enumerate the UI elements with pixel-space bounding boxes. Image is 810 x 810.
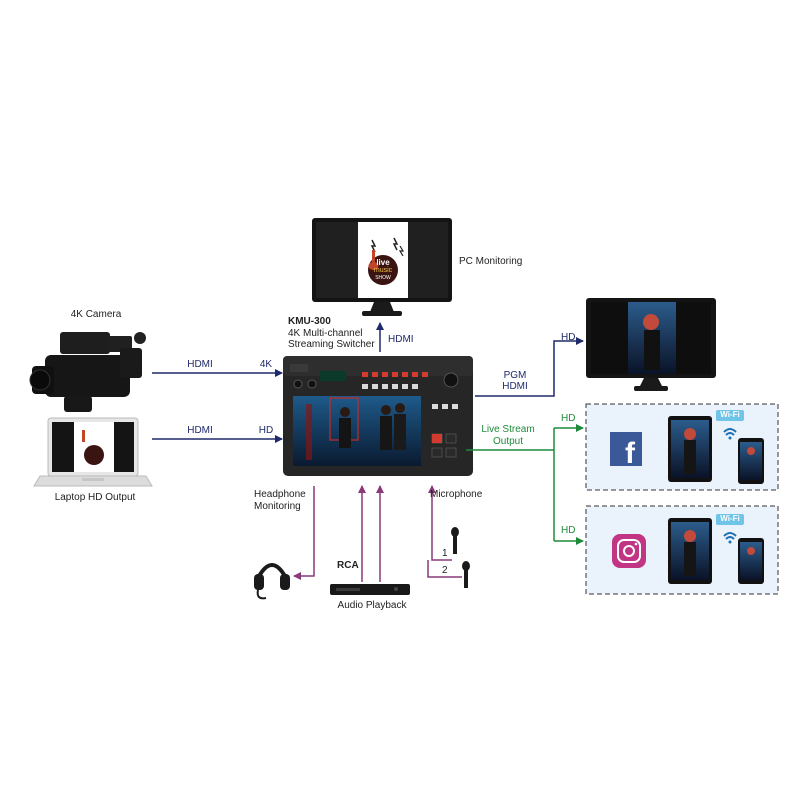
mic-2-label: 2 (442, 565, 448, 576)
mic2-to-switcher-line (427, 560, 462, 578)
instagram-panel (585, 505, 779, 595)
headphone-label-line2: Monitoring (254, 501, 301, 512)
microphones (451, 527, 470, 588)
streaming-switcher (283, 356, 473, 476)
pgm-hd-label: HD (561, 332, 576, 343)
audio-player (330, 584, 410, 595)
camera-label: 4K Camera (70, 309, 122, 320)
monitor-hdmi-label: HDMI (388, 334, 414, 345)
logo-music-text: music (373, 267, 393, 274)
switcher-to-headphone-line (293, 486, 315, 580)
switcher-model: KMU-300 (288, 316, 331, 327)
pgm-label-line2: HDMI (502, 381, 528, 392)
wifi-badge-1: Wi-Fi (720, 410, 740, 419)
audio-playback-label: Audio Playback (337, 600, 407, 611)
laptop-label: Laptop HD Output (54, 492, 136, 503)
switcher-desc-line1: 4K Multi-channel (288, 328, 363, 339)
rca-label: RCA (337, 560, 359, 571)
stream-label-line2: Output (492, 436, 524, 447)
stream-label-line1: Live Stream (481, 424, 535, 435)
laptop-hdmi-label: HDMI (187, 425, 213, 436)
microphone-label: Microphone (430, 489, 483, 500)
camera (29, 332, 146, 412)
laptop-hd-label: HD (258, 425, 274, 436)
facebook-panel: f (585, 403, 779, 491)
camera-hdmi-label: HDMI (187, 359, 213, 370)
headphone-label-line1: Headphone (254, 489, 306, 500)
facebook-icon (610, 432, 642, 466)
live-music-logo (368, 237, 405, 285)
camera-4k-label: 4K (259, 359, 273, 370)
wifi-badge-2: Wi-Fi (720, 514, 740, 523)
svg-text:f: f (625, 437, 636, 470)
switcher-desc-line2: Streaming Switcher (288, 339, 375, 350)
pgm-monitor (586, 298, 716, 391)
logo-live-text: live (376, 258, 390, 267)
instagram-hd-label: HD (561, 525, 576, 536)
logo-show-text: SHOW (375, 275, 391, 281)
laptop (33, 417, 153, 487)
pgm-label-line1: PGM (503, 370, 527, 381)
headphones (254, 563, 290, 600)
switcher-to-pgm-line (475, 337, 584, 397)
facebook-hd-label: HD (561, 413, 576, 424)
pc-monitor-label: PC Monitoring (459, 256, 523, 267)
mic-1-label: 1 (442, 548, 448, 559)
mic1-to-switcher-line (428, 485, 452, 561)
instagram-icon (612, 534, 646, 568)
